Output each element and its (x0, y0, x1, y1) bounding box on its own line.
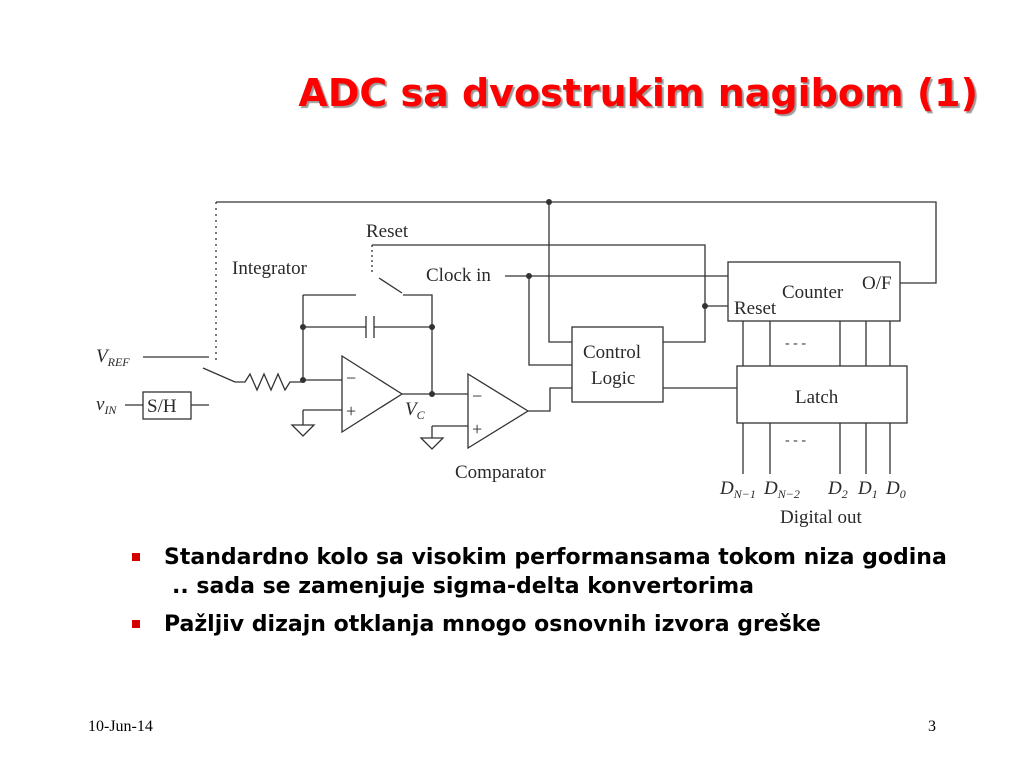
wire-control-to-top (548, 202, 572, 343)
label-dots-lower: - - - (785, 433, 806, 448)
label-clock-in: Clock in (426, 265, 491, 286)
label-control: Control (583, 342, 641, 363)
label-counter: Counter (782, 282, 844, 303)
integrator-opamp (341, 354, 404, 434)
label-integrator: Integrator (232, 258, 308, 279)
wire-feedback-cap (302, 295, 432, 380)
page-number: 3 (928, 718, 936, 735)
label-opamp-int-minus: − (346, 368, 356, 388)
junction-clock (526, 273, 532, 279)
junction-feedback (300, 324, 306, 330)
wire-reset (372, 244, 706, 270)
label-comp-minus: − (472, 386, 482, 406)
label-output-d1: D1 (857, 478, 878, 501)
junction-top (546, 199, 552, 205)
bullet-text-2: Pažljiv dizajn otklanja mnogo osnovnih i… (164, 612, 821, 637)
wire-comp-out (528, 387, 572, 412)
wire-feedback-switch (303, 277, 433, 396)
wire-integrator-plus (302, 409, 342, 425)
resistor (235, 372, 342, 392)
comparator-opamp (467, 372, 530, 450)
label-vc: VC (405, 399, 426, 422)
label-vin: vIN (96, 394, 117, 417)
counter-box (727, 261, 901, 322)
junction-counter-reset (702, 303, 708, 309)
ground-integrator (290, 424, 316, 437)
bullet-item-2: Pažljiv dizajn otklanja mnogo osnovnih i… (128, 610, 998, 639)
label-overflow: O/F (862, 273, 892, 294)
label-output-dn2: DN−2 (763, 478, 800, 501)
wire-comp-plus (431, 425, 468, 438)
input-switch (202, 367, 236, 383)
junction-input (300, 377, 306, 383)
label-dots-upper: - - - (785, 336, 806, 351)
junction-cap-out (429, 324, 435, 330)
sample-hold-box (142, 391, 192, 420)
label-logic: Logic (591, 368, 635, 389)
label-latch: Latch (795, 387, 839, 408)
label-comparator: Comparator (455, 462, 546, 483)
bullet-subtext-1: .. sada se zamenjuje sigma-delta konvert… (172, 574, 754, 599)
footer-date: 10-Jun-14 (88, 718, 153, 735)
slide-title: ADC sa dvostrukim nagibom (1) (298, 71, 978, 115)
label-output-dn1: DN−1 (719, 478, 756, 501)
bus-latch-out (742, 423, 891, 474)
latch-box (736, 365, 908, 424)
label-sample-hold: S/H (147, 396, 177, 417)
wire-clock-down (528, 276, 572, 366)
label-output-d0: D0 (885, 478, 906, 501)
bullet-square-icon (132, 553, 140, 561)
bullet-item-1: Standardno kolo sa visokim performansama… (128, 543, 998, 601)
bullet-square-icon (132, 620, 140, 628)
label-opamp-int-plus: + (346, 401, 356, 421)
wire-top-loop (216, 201, 937, 284)
label-comp-plus: + (472, 419, 482, 439)
bus-counter-latch (742, 321, 891, 366)
label-output-d2: D2 (827, 478, 848, 501)
bullet-text-1: Standardno kolo sa visokim performansama… (164, 545, 947, 570)
label-digital-out: Digital out (780, 507, 863, 528)
ground-comparator (419, 437, 445, 450)
bullet-list: Standardno kolo sa visokim performansama… (128, 543, 998, 648)
junction-output (429, 391, 435, 397)
label-reset-top: Reset (366, 221, 409, 242)
label-vref: VREF (96, 346, 130, 369)
wire-control-to-counter (663, 306, 706, 343)
control-logic-box (571, 326, 664, 403)
label-counter-reset: Reset (734, 298, 777, 319)
